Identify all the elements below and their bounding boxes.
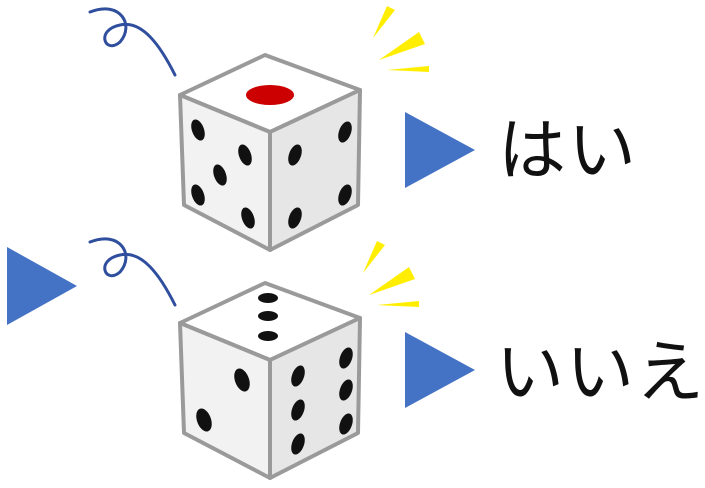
- motion-curl-icon: [88, 237, 177, 307]
- sparkle-icon: [373, 6, 429, 72]
- triangle-right-icon[interactable]: [403, 330, 478, 410]
- triangle-right-icon[interactable]: [403, 110, 478, 190]
- red-pip: [246, 85, 294, 105]
- dice-option-yes: [88, 6, 429, 252]
- dice-icon: [178, 53, 362, 252]
- choice-label-yes[interactable]: はい: [498, 112, 639, 191]
- dice-icon: [178, 281, 362, 480]
- choice-label-no[interactable]: いいえ: [496, 334, 705, 413]
- dice-option-no: [0, 230, 705, 485]
- motion-curl-icon: [88, 7, 177, 77]
- triangle-right-icon[interactable]: [5, 245, 80, 327]
- sparkle-icon: [363, 241, 419, 307]
